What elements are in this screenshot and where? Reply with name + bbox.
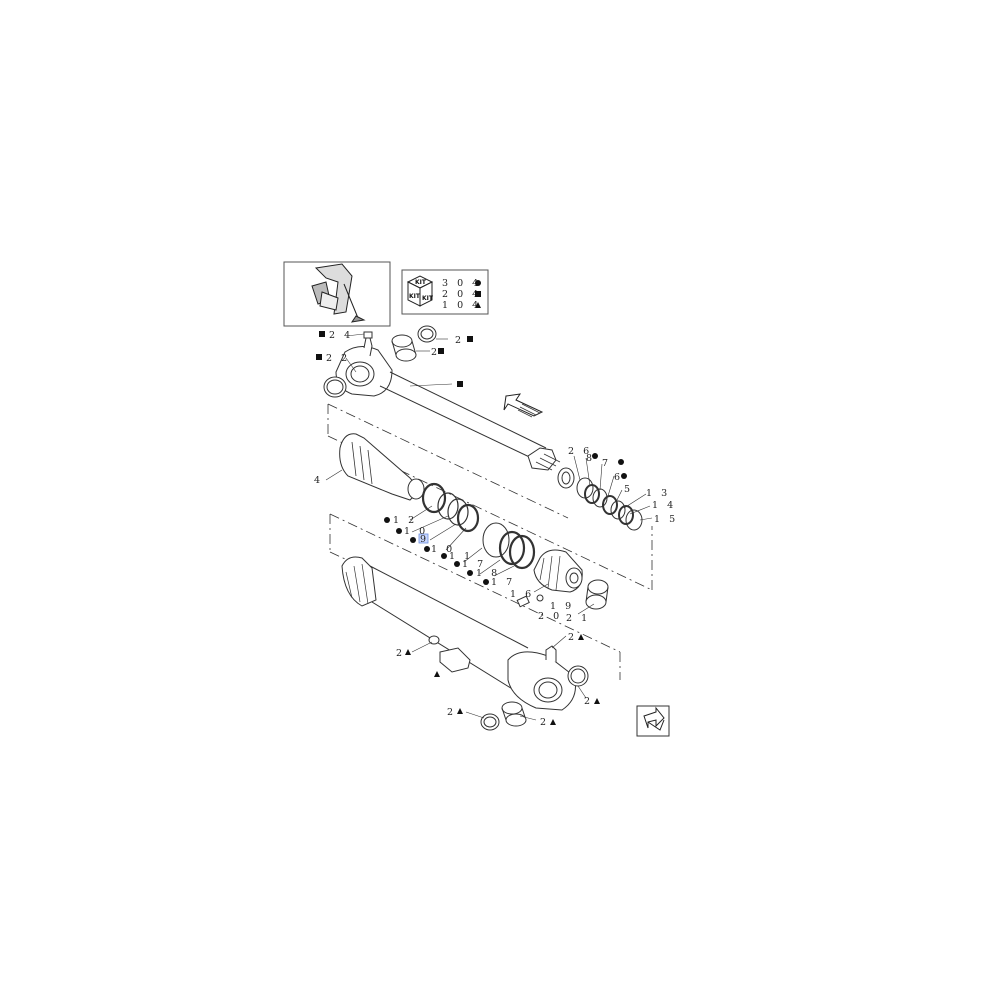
square-marker-icon [319, 331, 325, 337]
callout-2[interactable]: 2 [447, 707, 456, 718]
seal-ring-bottom[interactable] [480, 713, 500, 731]
callout-17[interactable]: 1 7 [462, 559, 486, 570]
triangle-marker-icon [405, 649, 411, 655]
kit-code-2: 2 0 4 [442, 289, 481, 300]
callout-14[interactable]: 1 4 [652, 500, 676, 511]
circle-marker-icon [410, 537, 416, 543]
callout-19[interactable]: 1 9 [550, 601, 574, 612]
circle-marker-icon [475, 280, 481, 286]
callout-4[interactable]: 4 [314, 475, 323, 486]
seal-ring-top[interactable] [417, 325, 437, 343]
kit-label-left: KIT [409, 293, 421, 300]
callout-16[interactable]: 1 6 [510, 589, 534, 600]
callout-15[interactable]: 1 5 [654, 514, 678, 525]
circle-marker-icon [592, 453, 598, 459]
kit-code-3: 1 0 4 [442, 300, 481, 311]
callout-12[interactable]: 1 2 [393, 515, 417, 526]
callout-2[interactable]: 2 [540, 717, 549, 728]
piston-seal-set[interactable] [421, 482, 536, 570]
seal-ring-bottom-inner [483, 716, 497, 728]
square-marker-icon [475, 291, 481, 297]
piston-bushing[interactable] [585, 579, 609, 610]
triangle-marker-icon [475, 302, 481, 308]
bushing-bottom[interactable] [501, 701, 527, 727]
callout-13[interactable]: 1 3 [646, 488, 670, 499]
assembly-guide-lines-upper [327, 403, 653, 591]
circle-marker-icon [618, 459, 624, 465]
callout-22[interactable]: 2 2 [326, 353, 350, 364]
callout-20[interactable]: 2 0 [538, 611, 562, 622]
kit-cube-icon: KIT KIT KIT [406, 275, 434, 307]
kit-label-right: KIT [422, 295, 434, 302]
square-marker-icon [438, 348, 444, 354]
selected-callout-highlight [418, 533, 429, 544]
rod-seal-set[interactable] [576, 477, 643, 531]
callout-24[interactable]: 2 4 [329, 330, 353, 341]
circle-marker-icon [454, 561, 460, 567]
callout-11[interactable]: 1 1 [449, 551, 473, 562]
excavator-thumbnail-icon [311, 263, 366, 323]
callout-2[interactable]: 2 [568, 632, 577, 643]
callout-2[interactable]: 2 [455, 335, 464, 346]
callout-8[interactable]: 8 [586, 453, 595, 464]
arrow-icon [503, 393, 544, 418]
triangle-marker-icon [434, 671, 440, 677]
circle-marker-icon [441, 553, 447, 559]
callout-26[interactable]: 2 6 [568, 446, 592, 457]
ball[interactable] [536, 594, 544, 602]
square-marker-icon [467, 336, 473, 342]
circle-marker-icon [621, 473, 627, 479]
callout-5[interactable]: 5 [624, 484, 633, 495]
callout-2[interactable]: 2 [584, 696, 593, 707]
triangle-marker-icon [550, 719, 556, 725]
circle-marker-icon [483, 579, 489, 585]
seal-ring-top-inner [420, 328, 434, 340]
callout-9[interactable]: 9 [420, 534, 429, 545]
cylinder-barrel[interactable] [341, 556, 576, 711]
square-marker-icon [316, 354, 322, 360]
callout-18[interactable]: 1 8 [476, 568, 500, 579]
kit-markers [316, 331, 627, 725]
callout-10[interactable]: 1 0 [431, 544, 455, 555]
piston[interactable] [533, 549, 583, 593]
leader-lines [325, 333, 653, 721]
callout-10[interactable]: 1 0 [404, 526, 428, 537]
triangle-marker-icon [457, 708, 463, 714]
seal-ring-right-inner [570, 668, 586, 684]
piston-rod[interactable] [335, 331, 575, 489]
callout-2[interactable]: 2 [396, 648, 405, 659]
circle-marker-icon [396, 528, 402, 534]
seal-ring-22-inner [326, 379, 344, 395]
bushing-top[interactable] [391, 334, 417, 362]
callout-17[interactable]: 1 7 [491, 577, 515, 588]
callout-21[interactable]: 2 1 [566, 613, 590, 624]
square-marker-icon [457, 381, 463, 387]
circle-marker-icon [384, 517, 390, 523]
circle-marker-icon [467, 570, 473, 576]
kit-legend: KIT KIT KIT 3 0 4 2 0 4 1 0 4 [401, 269, 489, 315]
callout-7[interactable]: 7 [602, 458, 611, 469]
next-page-icon[interactable] [636, 705, 670, 737]
triangle-marker-icon [594, 698, 600, 704]
kit-code-1: 3 0 4 [442, 278, 481, 289]
callout-2[interactable]: 2 [431, 347, 440, 358]
cylinder-head[interactable] [339, 433, 425, 501]
triangle-marker-icon [578, 634, 584, 640]
callout-labels: 2 4 2 2 2 2 2 6 8 7 6 5 1 3 1 4 1 5 4 1 … [314, 330, 678, 728]
callout-6[interactable]: 6 [614, 472, 623, 483]
excavator-thumbnail[interactable] [283, 261, 391, 327]
kit-label-top: KIT [415, 279, 427, 286]
circle-marker-icon [424, 546, 430, 552]
